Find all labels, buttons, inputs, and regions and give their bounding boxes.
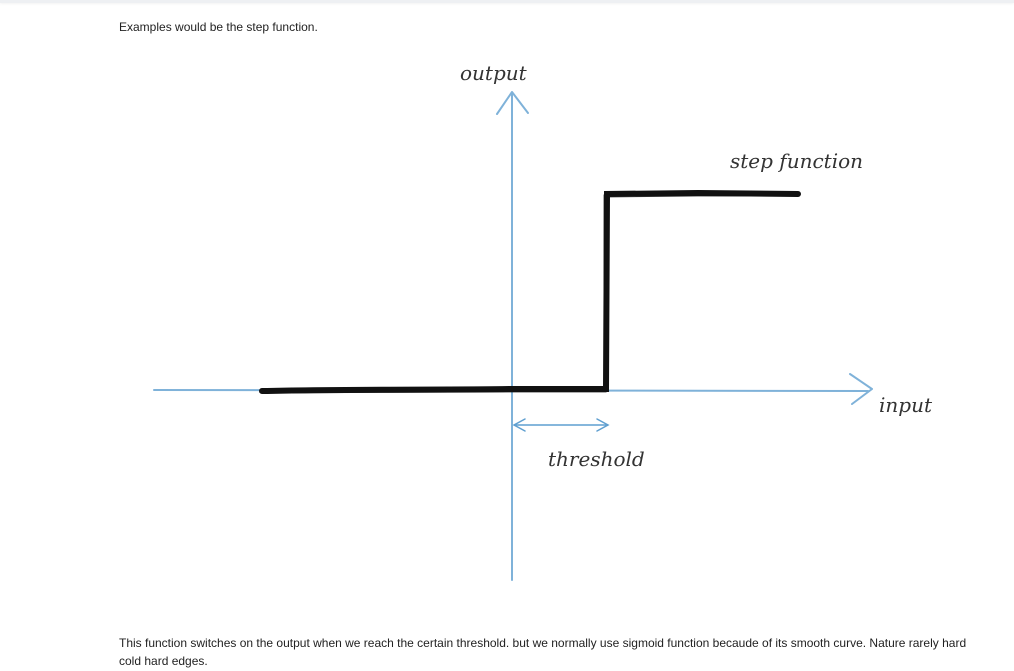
step-function-figure: output step function input threshold (150, 52, 950, 587)
step-function-diagram: output step function input threshold (153, 61, 933, 581)
y-axis-arrowhead (496, 91, 529, 115)
y-axis-label: output (460, 61, 528, 85)
intro-paragraph: Examples would be the step function. (119, 20, 318, 34)
page-top-border (0, 0, 1014, 3)
x-axis-arrowhead (849, 373, 873, 405)
body-paragraph: This function switches on the output whe… (119, 636, 967, 668)
step-function-curve (259, 189, 801, 394)
x-axis-label: input (879, 393, 933, 417)
threshold-label: threshold (548, 447, 645, 471)
threshold-left-arrowhead (512, 418, 526, 432)
step-function-label: step function (730, 149, 863, 173)
step-function-curve-texture (260, 193, 797, 394)
threshold-right-arrowhead (596, 418, 610, 432)
